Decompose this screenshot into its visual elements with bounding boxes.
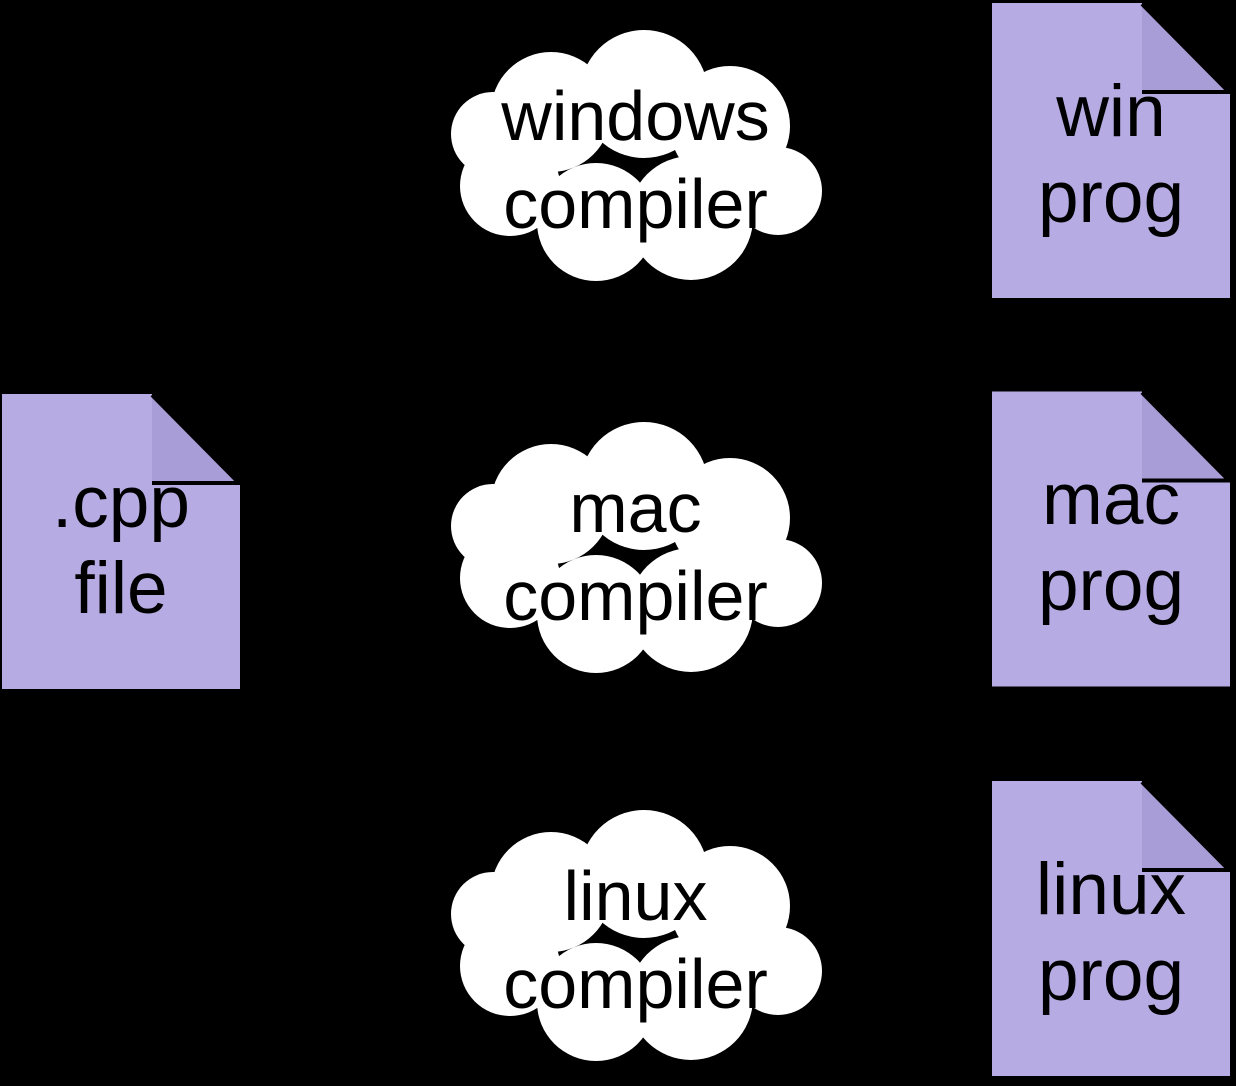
cloud-shape <box>451 422 822 673</box>
mac-compiler-label-line1: mac <box>569 469 702 547</box>
mac-prog-label-line1: mac <box>1042 459 1180 540</box>
cloud-shape <box>451 810 822 1061</box>
document-folded-corner <box>150 393 244 485</box>
linux-compiler-label-line2: compiler <box>503 945 768 1023</box>
document-folded-corner <box>1140 780 1234 872</box>
cloud-shape <box>451 30 822 281</box>
linux-compiler-label: linux compiler <box>448 852 823 1028</box>
document-page-shape <box>2 394 240 689</box>
linux-prog-label-line1: linux <box>1035 849 1187 930</box>
linux-prog-label: linux prog <box>992 847 1230 1019</box>
mac-prog-document: mac prog <box>992 391 1234 687</box>
mac-compiler-label-line2: compiler <box>503 557 768 635</box>
cpp-file-document: .cpp file <box>2 393 244 689</box>
cpp-file-label: .cpp file <box>2 460 240 632</box>
document-icon <box>992 2 1234 298</box>
win-prog-label-line1: win <box>1056 71 1166 152</box>
win-prog-document: win prog <box>992 2 1234 298</box>
document-page-shape <box>992 3 1230 298</box>
win-prog-label-line2: prog <box>1037 157 1185 238</box>
cloud-icon <box>451 422 822 673</box>
document-icon <box>992 391 1234 687</box>
linux-compiler-node: linux compiler <box>448 808 823 1066</box>
document-page-shape <box>992 781 1230 1076</box>
mac-prog-label: mac prog <box>992 457 1230 629</box>
mac-prog-label-line2: prog <box>1037 545 1185 626</box>
windows-compiler-node: windows compiler <box>448 28 823 286</box>
linux-compiler-label-line1: linux <box>563 857 708 935</box>
document-folded-corner <box>1140 2 1234 94</box>
cpp-file-label-line1: .cpp <box>52 462 190 543</box>
linux-prog-label-line2: prog <box>1037 935 1185 1016</box>
document-folded-corner <box>1140 391 1234 483</box>
document-icon <box>2 393 244 689</box>
windows-compiler-label-line2: compiler <box>503 165 768 243</box>
document-page-shape <box>992 391 1230 687</box>
windows-compiler-label-line1: windows <box>501 77 770 155</box>
document-icon <box>992 780 1234 1076</box>
linux-prog-document: linux prog <box>992 780 1234 1076</box>
mac-compiler-node: mac compiler <box>448 420 823 678</box>
win-prog-label: win prog <box>992 69 1230 241</box>
cpp-file-label-line2: file <box>74 548 168 629</box>
mac-compiler-label: mac compiler <box>448 464 823 640</box>
windows-compiler-label: windows compiler <box>448 72 823 248</box>
cloud-icon <box>451 30 822 281</box>
cloud-icon <box>451 810 822 1061</box>
